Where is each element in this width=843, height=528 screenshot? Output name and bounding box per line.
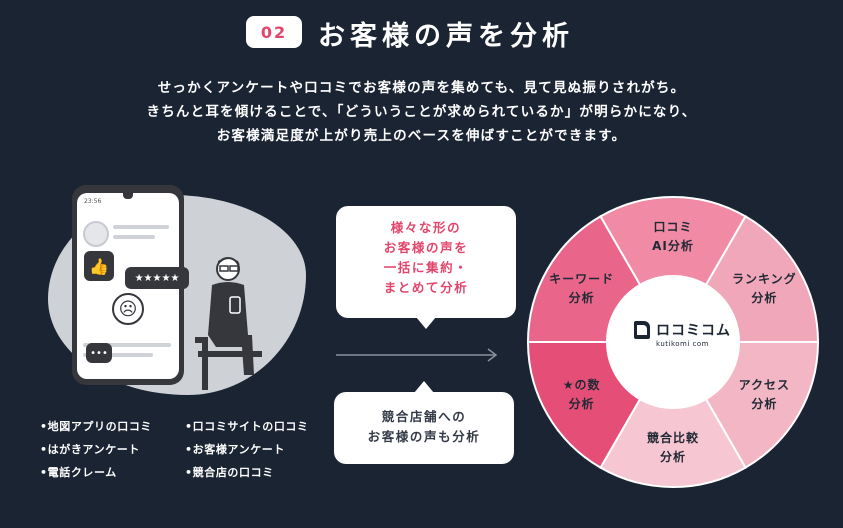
source-item: •競合店の口コミ [185, 466, 274, 479]
review-text-line [83, 343, 171, 347]
competitor-callout: 競合店舗への お客様の声も分析 [334, 381, 514, 464]
aggregate-callout: 様々な形の お客様の声を 一括に集約・ まとめて分析 [336, 206, 516, 329]
review-text-line [83, 353, 153, 357]
donut-segment-label: ランキング分析 [732, 272, 797, 306]
person-with-phone-icon [195, 257, 262, 390]
callout-line: お客様の声も分析 [367, 429, 481, 444]
review-text-line [113, 235, 155, 239]
callout-line: お客様の声を [383, 240, 469, 255]
phone-notch [123, 193, 133, 199]
donut-center [607, 276, 739, 408]
donut-segment-label: 競合比較分析 [646, 430, 700, 464]
sad-face-icon: ☹ [112, 293, 144, 325]
lead-line: お客様満足度が上がり売上のベースを伸ばすことができます。 [216, 128, 627, 144]
source-item: •お客様アンケート [185, 443, 285, 456]
donut-segment-label: アクセス分析 [738, 377, 791, 411]
source-item: •地図アプリの口コミ [40, 420, 153, 433]
chat-bubble-icon: ••• [86, 343, 112, 363]
right-arrow-icon [336, 348, 498, 362]
callout-line: 様々な形の [390, 220, 462, 235]
lead-line: せっかくアンケートや口コミでお客様の声を集めても、見て見ぬ振りされがち。 [157, 80, 686, 96]
source-item: •電話クレーム [40, 466, 117, 479]
lead-line: きちんと耳を傾けることで、「どういうことが求められているか」が明らかになり、 [146, 104, 697, 120]
callout-line: 競合店舗への [381, 409, 467, 424]
analysis-donut [526, 196, 820, 488]
logo-subtext: kutikomi com [656, 340, 709, 348]
source-list: •地図アプリの口コミ •口コミサイトの口コミ •はがきアンケート •お客様アンケ… [40, 418, 340, 480]
section-number-badge: 02 [246, 16, 302, 48]
lead-text: せっかくアンケートや口コミでお客様の声を集めても、見て見ぬ振りされがち。 きちん… [0, 76, 843, 148]
callout-line: 一括に集約・ [383, 260, 469, 275]
phone-clock: 23:56 [84, 198, 102, 205]
customer-voice-illustration: 23:56 👍 ★★★★★ ☹ ••• [40, 185, 330, 400]
review-text-line [113, 225, 169, 229]
kutikomi-logo: ロコミコム kutikomi com [634, 320, 742, 348]
callout-line: まとめて分析 [383, 280, 469, 295]
source-item: •はがきアンケート [40, 443, 140, 456]
logo-mark-icon [634, 321, 650, 339]
source-item: •口コミサイトの口コミ [185, 420, 309, 433]
donut-segment-label: ★の数分析 [562, 377, 601, 411]
donut-segment-label: キーワード分析 [549, 272, 615, 306]
section-title: お客様の声を分析 [318, 21, 574, 52]
thumbs-up-icon: 👍 [84, 251, 114, 281]
star-rating-badge: ★★★★★ [125, 267, 189, 289]
section-header: 02 お客様の声を分析 [0, 12, 843, 52]
logo-text: ロコミコム [656, 323, 731, 339]
review-avatar-icon [83, 221, 109, 247]
